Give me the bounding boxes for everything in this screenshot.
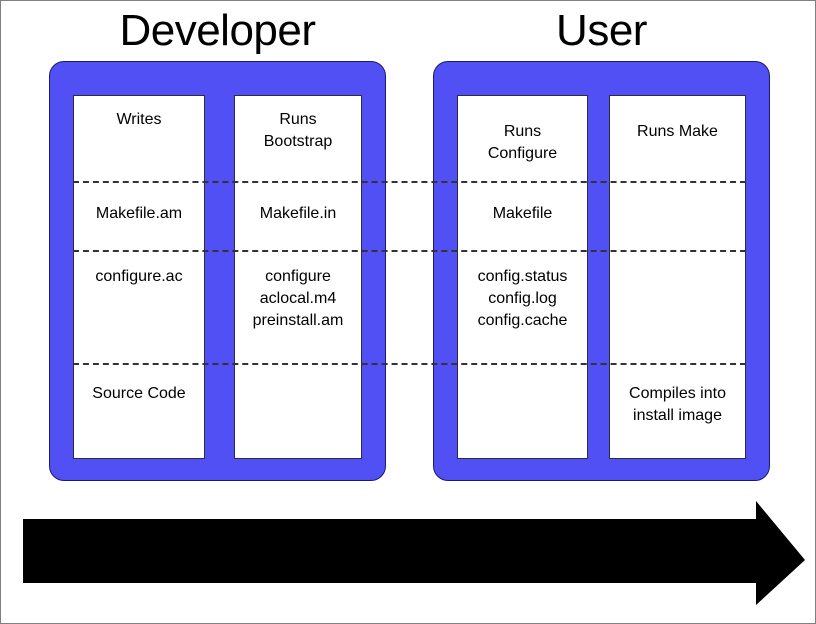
cell-bootstrap-stage3: configure aclocal.m4 preinstall.am <box>252 268 344 329</box>
cell-writes-stage2: Makefile.am <box>95 205 183 222</box>
cell-writes-stage4: Source Code <box>92 385 186 402</box>
cell-configure-stage3: config.status config.log config.cache <box>477 268 568 329</box>
cell-configure-stage2: Makefile <box>492 205 553 222</box>
cell-make-stage4: Compiles into install image <box>629 385 726 424</box>
cell-bootstrap-header: Runs Bootstrap <box>263 111 333 150</box>
stage-divider-2 <box>73 250 746 252</box>
flow-arrow-icon <box>23 501 805 605</box>
cell-writes-stage3: configure.ac <box>95 268 183 285</box>
column-box-writes <box>73 95 205 459</box>
group-title-developer: Developer <box>119 6 316 55</box>
column-box-bootstrap <box>234 95 362 459</box>
cell-bootstrap-stage2: Makefile.in <box>259 205 337 222</box>
column-box-make <box>609 95 746 459</box>
cell-writes-header: Writes <box>116 111 162 128</box>
stage-divider-1 <box>73 181 746 183</box>
cell-make-header: Runs Make <box>637 123 718 140</box>
cell-configure-header: Runs Configure <box>487 123 558 162</box>
stage-divider-3 <box>73 363 746 365</box>
column-box-configure <box>457 95 588 459</box>
group-title-user: User <box>556 6 647 55</box>
